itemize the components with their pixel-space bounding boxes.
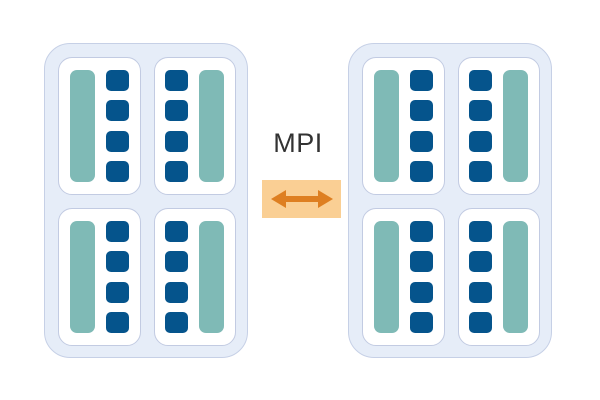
core-square-icon	[105, 70, 129, 91]
memory-bar-icon	[199, 221, 225, 333]
core-square-icon	[409, 130, 433, 152]
core-square-icon	[165, 281, 189, 303]
memory-bar-icon	[199, 70, 225, 182]
node-grid-right	[362, 57, 540, 346]
core-square-icon	[469, 281, 493, 303]
node-card-right-1[interactable]	[362, 57, 445, 195]
node-card-left-2[interactable]	[153, 57, 236, 195]
mpi-label: MPI	[273, 128, 323, 158]
core-square-icon	[105, 311, 129, 333]
core-square-icon	[165, 130, 189, 152]
core-square-icon	[469, 251, 493, 273]
core-square-icon	[469, 100, 493, 122]
core-square-icon	[165, 221, 189, 242]
memory-bar-icon	[503, 221, 529, 333]
core-square-icon	[469, 130, 493, 152]
core-square-icon	[469, 160, 493, 182]
node-card-left-4[interactable]	[153, 208, 236, 346]
core-square-icon	[165, 70, 189, 91]
core-square-icon	[409, 70, 433, 91]
cluster-panel-right	[348, 43, 552, 358]
core-column	[409, 221, 433, 333]
core-column	[469, 70, 493, 182]
node-card-left-1[interactable]	[58, 57, 141, 195]
memory-bar-icon	[69, 221, 95, 333]
core-square-icon	[165, 160, 189, 182]
memory-bar-icon	[503, 70, 529, 182]
cluster-panel-left	[44, 43, 248, 358]
core-square-icon	[469, 311, 493, 333]
memory-bar-icon	[373, 70, 399, 182]
core-square-icon	[409, 100, 433, 122]
core-square-icon	[409, 251, 433, 273]
memory-bar-icon	[373, 221, 399, 333]
node-card-right-2[interactable]	[457, 57, 540, 195]
core-square-icon	[409, 311, 433, 333]
interconnect-group: MPI	[248, 130, 348, 225]
core-square-icon	[409, 221, 433, 242]
mpi-arrow-box[interactable]	[262, 180, 341, 218]
node-card-right-4[interactable]	[457, 208, 540, 346]
core-square-icon	[469, 221, 493, 242]
core-column	[409, 70, 433, 182]
node-grid-left	[58, 57, 236, 346]
core-square-icon	[105, 251, 129, 273]
core-square-icon	[469, 70, 493, 91]
core-column	[105, 70, 129, 182]
memory-bar-icon	[69, 70, 95, 182]
core-square-icon	[165, 311, 189, 333]
core-square-icon	[105, 221, 129, 242]
core-square-icon	[165, 100, 189, 122]
core-square-icon	[409, 281, 433, 303]
core-column	[165, 221, 189, 333]
core-square-icon	[105, 130, 129, 152]
core-column	[469, 221, 493, 333]
core-square-icon	[105, 160, 129, 182]
core-square-icon	[409, 160, 433, 182]
double-headed-arrow-icon	[270, 190, 333, 208]
node-card-left-3[interactable]	[58, 208, 141, 346]
core-column	[105, 221, 129, 333]
core-column	[165, 70, 189, 182]
node-card-right-3[interactable]	[362, 208, 445, 346]
core-square-icon	[165, 251, 189, 273]
core-square-icon	[105, 100, 129, 122]
core-square-icon	[105, 281, 129, 303]
